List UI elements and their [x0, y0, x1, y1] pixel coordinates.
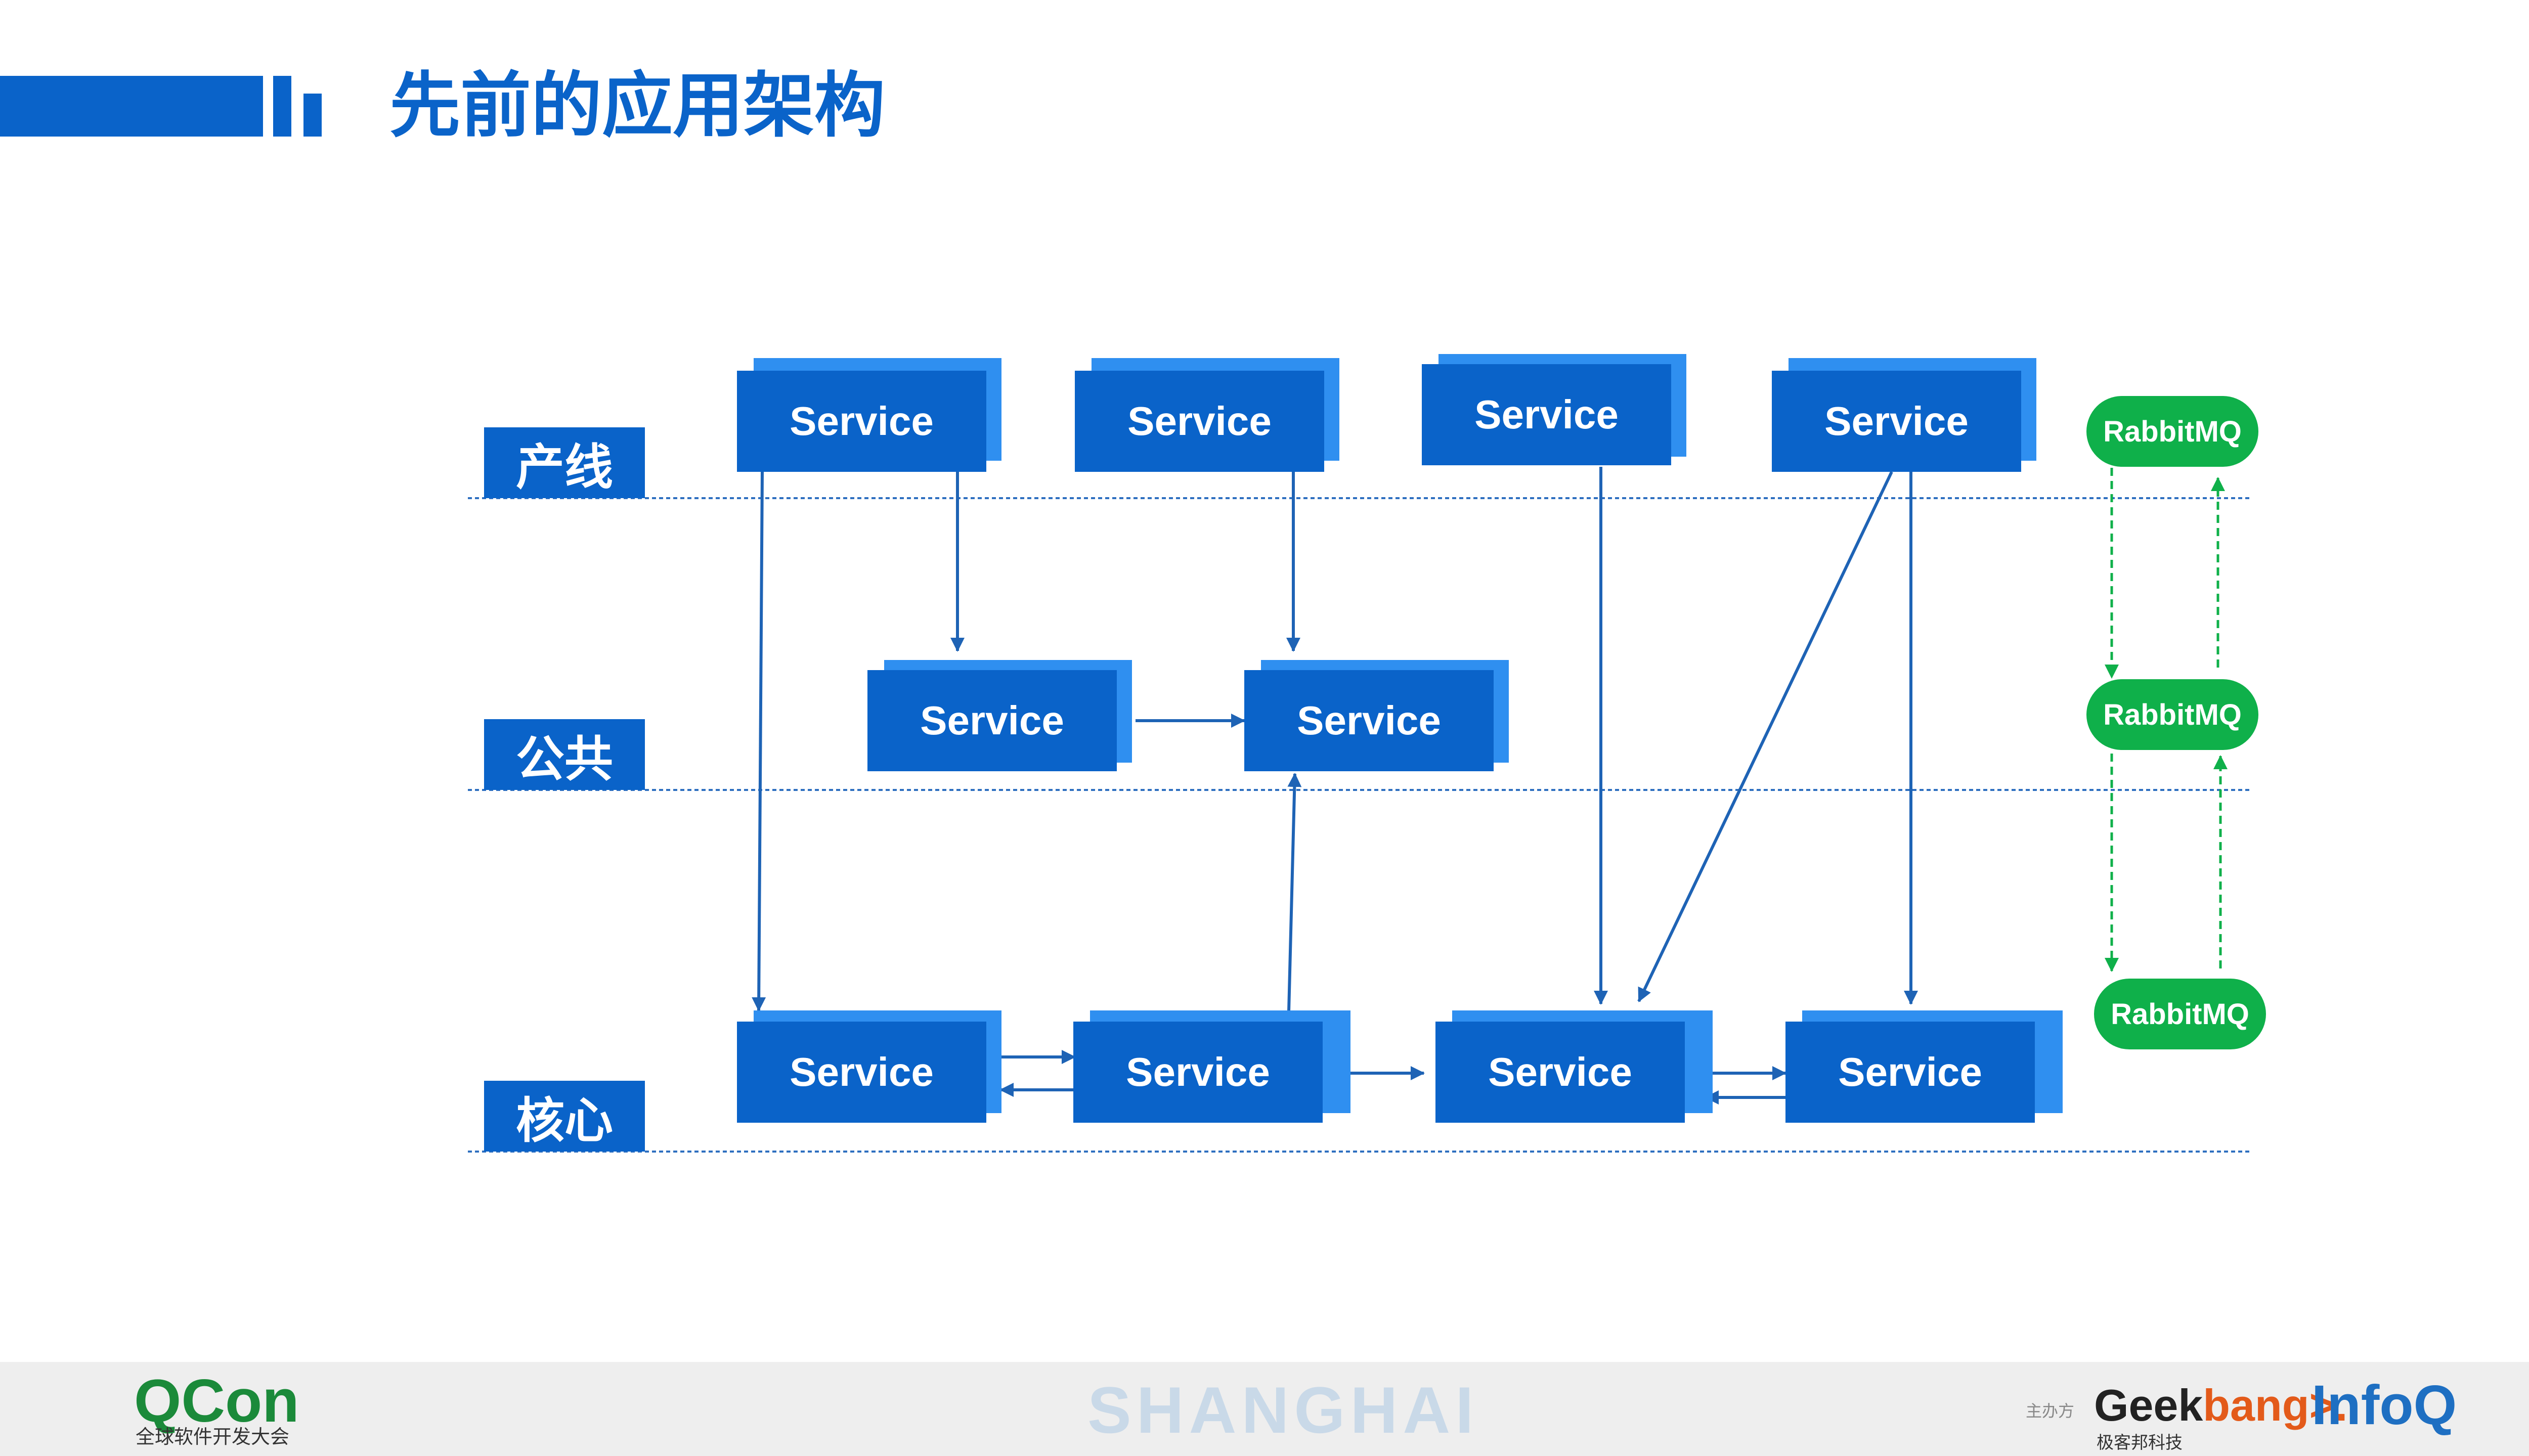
geekbang-subtitle: 极客邦科技 — [2097, 1433, 2183, 1453]
rabbitmq-node: RabbitMQ — [2086, 679, 2258, 750]
qcon-logo: QCon — [134, 1367, 299, 1435]
qcon-subtitle: 全球软件开发大会 — [136, 1426, 290, 1448]
connector — [1287, 773, 1302, 1012]
connector — [1637, 471, 1893, 1002]
layer-label-common: 公共 — [484, 719, 645, 790]
rabbitmq-node: RabbitMQ — [2086, 396, 2258, 467]
geekbang-logo-main: Geek — [2094, 1380, 2203, 1430]
title-accent-bar-small — [273, 76, 291, 137]
geekbang-logo: Geekbang>. — [2094, 1380, 2347, 1431]
footer-city: SHANGHAI — [1087, 1373, 1479, 1447]
infoq-logo: InfoQ — [2312, 1374, 2457, 1436]
geekbang-logo-accent: bang>. — [2203, 1380, 2348, 1430]
footer-band — [0, 1362, 2529, 1456]
title-accent-bar — [0, 76, 263, 137]
rabbitmq-node: RabbitMQ — [2094, 979, 2266, 1049]
page-title: 先前的应用架构 — [389, 65, 886, 147]
sponsor-label: 主办方 — [2026, 1401, 2075, 1421]
title-accent-bar-small — [303, 94, 322, 137]
layer-label-core: 核心 — [484, 1081, 645, 1152]
connector — [752, 471, 766, 1011]
layer-label-production: 产线 — [484, 427, 645, 498]
